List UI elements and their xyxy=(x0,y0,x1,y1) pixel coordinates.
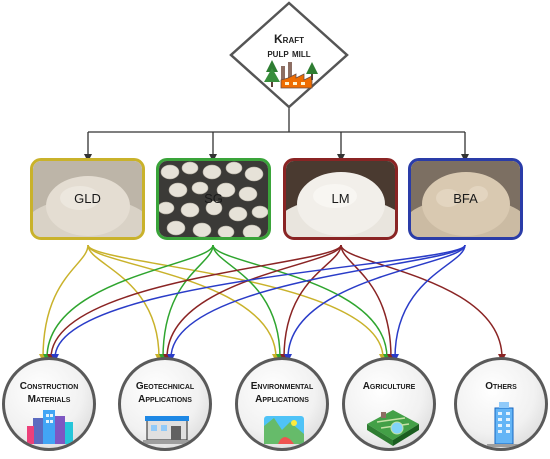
app-label-environmental: Environmental Applications xyxy=(250,381,314,405)
mill-diamond-shape xyxy=(229,1,349,109)
app-label-others: Others xyxy=(485,381,517,392)
flow-arrow-gld-to-environmental xyxy=(87,244,280,362)
flow-arrow-lm-to-agriculture xyxy=(340,244,395,362)
flow-arrow-lm-to-geotechnical xyxy=(163,244,342,362)
flow-arrow-bfa-to-agriculture xyxy=(391,244,466,362)
flow-arrow-lm-to-environmental xyxy=(280,244,342,362)
app-label-agriculture: Agriculture xyxy=(362,381,416,392)
flow-arrow-gld-to-construction xyxy=(39,244,89,362)
app-circle-others: Others xyxy=(454,357,548,451)
factory-icon xyxy=(264,60,318,89)
material-card-bfa: BFA xyxy=(408,158,523,240)
flow-arrow-bfa-to-construction xyxy=(51,244,466,362)
app-circle-geotechnical: Geotechnical Applications xyxy=(118,357,212,451)
flow-arrow-sg-to-construction xyxy=(43,244,214,362)
ash-pile-image xyxy=(411,161,520,237)
powder-pile-image xyxy=(286,161,395,237)
city-buildings-icon xyxy=(27,410,73,444)
material-label-lm: LM xyxy=(331,191,350,206)
flow-arrow-bfa-to-environmental xyxy=(284,244,466,362)
powder-pile-image xyxy=(33,161,142,237)
material-card-sg: SG xyxy=(156,158,271,240)
farm-fields-icon xyxy=(367,410,419,446)
mill-title: Kraft pulp mill xyxy=(236,32,342,60)
tower-icon xyxy=(487,402,521,447)
flow-arrow-gld-to-geotechnical xyxy=(87,244,163,362)
building-icon xyxy=(143,416,191,444)
flow-arrow-sg-to-agriculture xyxy=(212,244,391,362)
flow-arrow-sg-to-environmental xyxy=(212,244,284,362)
gravel-image xyxy=(159,161,268,237)
mill-title-line2: pulp mill xyxy=(267,46,311,60)
flow-arrow-gld-to-agriculture xyxy=(87,244,387,362)
flow-arrow-bfa-to-geotechnical xyxy=(167,244,466,362)
mill-title-line1: Kraft xyxy=(274,32,304,46)
material-card-gld: GLD xyxy=(30,158,145,240)
app-label-geotechnical: Geotechnical Applications xyxy=(135,381,195,405)
material-label-sg: SG xyxy=(204,191,223,206)
flow-arrow-lm-to-construction xyxy=(47,244,342,362)
app-circle-agriculture: Agriculture xyxy=(342,357,436,451)
app-circle-environmental: Environmental Applications xyxy=(235,357,329,451)
material-label-gld: GLD xyxy=(74,191,101,206)
flow-arrow-lm-to-others xyxy=(340,244,506,362)
flow-curves xyxy=(39,244,506,362)
material-label-bfa: BFA xyxy=(453,191,478,206)
kraft-mill-node xyxy=(229,1,349,109)
app-label-construction: Construction Materials xyxy=(19,381,79,405)
landscape-icon xyxy=(264,416,304,444)
flow-arrow-sg-to-geotechnical xyxy=(159,244,214,362)
app-circle-construction: Construction Materials xyxy=(2,357,96,451)
material-card-lm: LM xyxy=(283,158,398,240)
